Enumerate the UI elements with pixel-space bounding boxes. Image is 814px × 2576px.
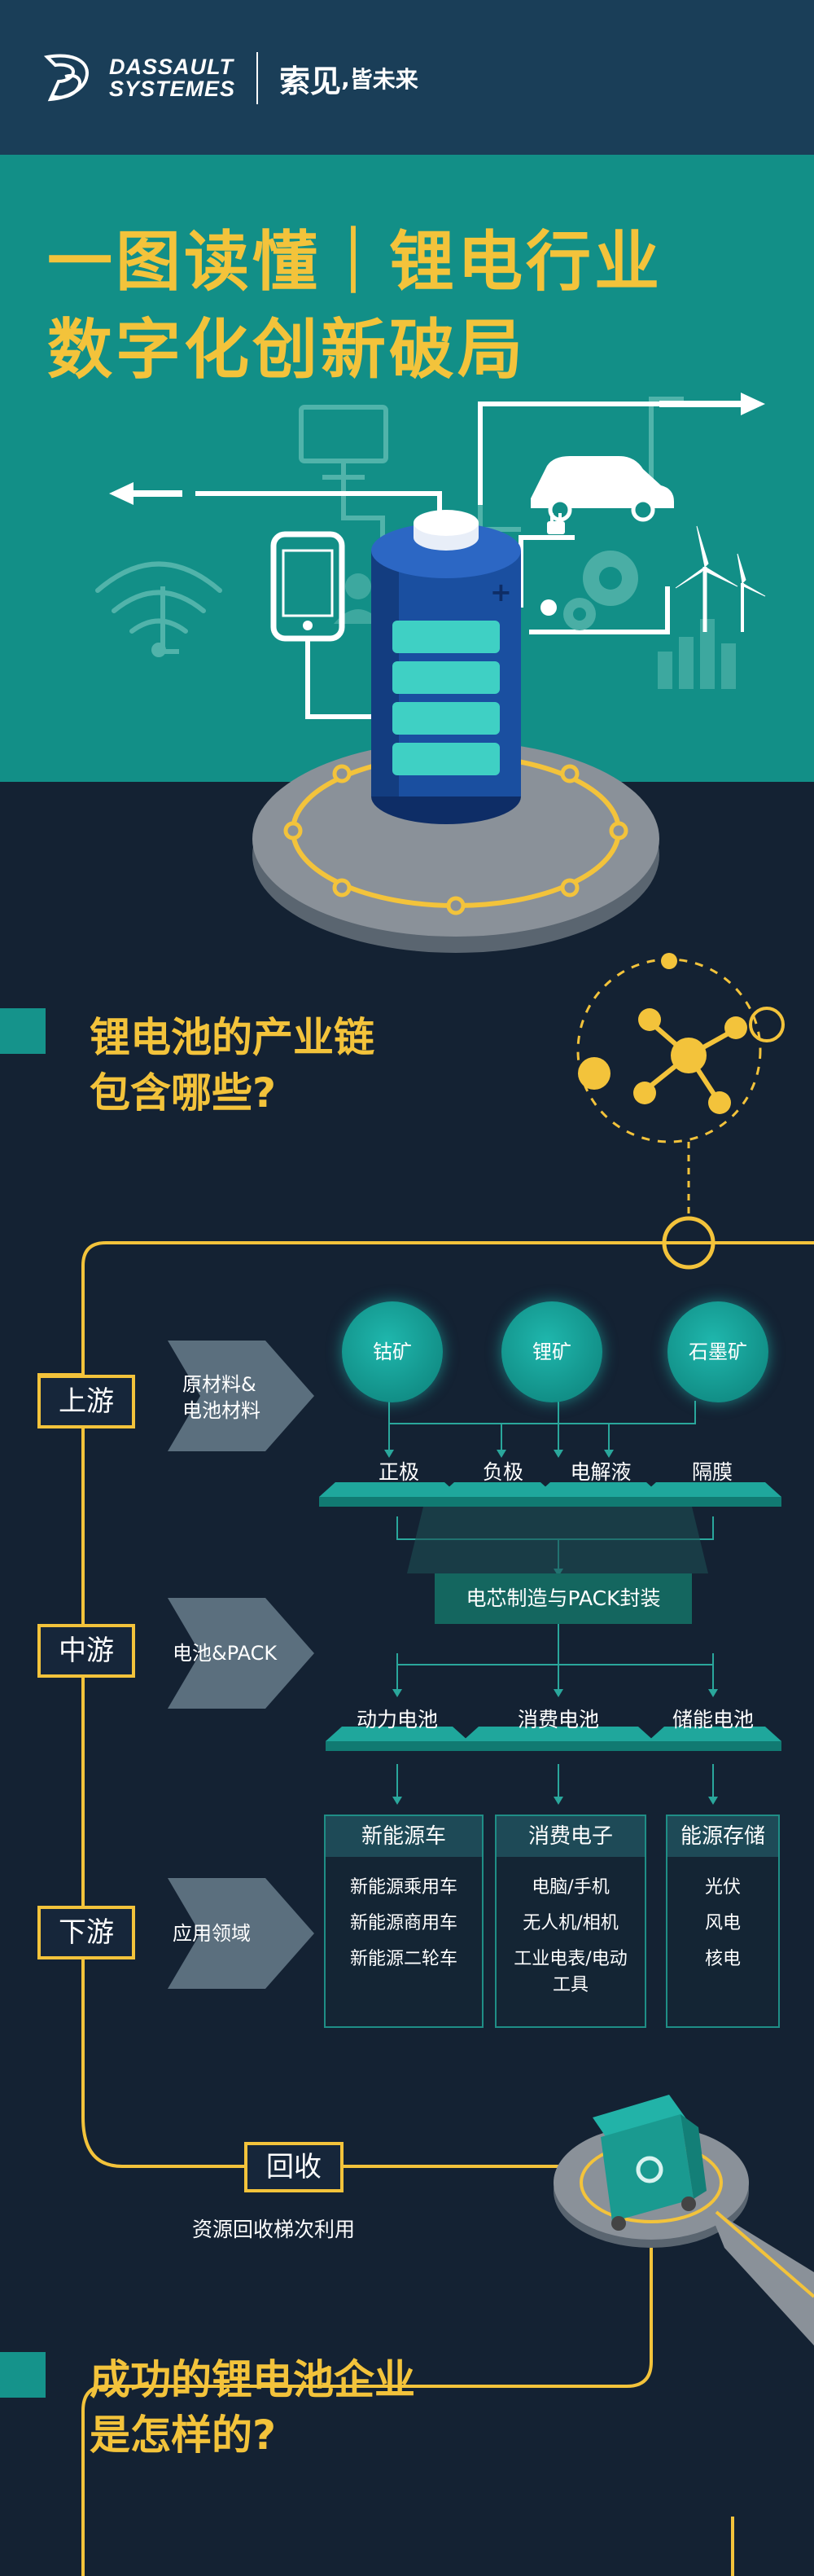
header-bar: DASSAULT SYSTEMES 索见 , 皆未来	[0, 0, 814, 155]
category-head: 能源存储	[667, 1816, 778, 1857]
recycle-desc: 资源回收梯次利用	[192, 2218, 356, 2241]
section-marker	[0, 1008, 46, 1054]
stage-upstream: 上游	[37, 1375, 135, 1428]
chain-title-line-2: 包含哪些?	[90, 1069, 277, 1117]
hero-title-line-2: 数字化创新破局	[47, 312, 526, 388]
hero-title: 一图读懂｜锂电行业 数字化创新破局	[47, 218, 663, 394]
category-item: 核电	[704, 1949, 741, 1969]
recycle-bin-icon	[593, 2095, 707, 2231]
user-icon	[334, 573, 383, 624]
wifi-icon	[95, 561, 222, 657]
downstream-desc: 应用领域	[173, 1922, 251, 1945]
material-cathode: 正极	[378, 1460, 419, 1484]
category-item: 工业电表/电动工具	[514, 1949, 628, 1995]
brand-line-1: DASSAULT	[109, 55, 234, 79]
category-item: 无人机/相机	[523, 1913, 619, 1933]
battery-power: 动力电池	[356, 1708, 438, 1731]
category-head: 新能源车	[326, 1816, 482, 1857]
gear-icon	[563, 551, 638, 630]
slogan-main: 索见	[279, 63, 342, 99]
mineral-lithium: 锂矿	[501, 1301, 602, 1402]
upstream-desc-line-2: 电池材料	[182, 1399, 260, 1422]
mineral-graphite: 石墨矿	[667, 1301, 768, 1402]
category-item: 风电	[704, 1913, 741, 1933]
arrow-decorations	[109, 393, 765, 505]
success-title-line-2: 是怎样的?	[90, 2411, 277, 2459]
brand-logo: DASSAULT SYSTEMES 索见 , 皆未来	[41, 46, 418, 111]
material-anode: 负极	[482, 1460, 523, 1484]
battery-icon: +	[371, 510, 521, 824]
slogan-sub: 皆未来	[349, 66, 418, 93]
category-new-energy-vehicle: 新能源车 新能源乘用车 新能源商用车 新能源二轮车	[324, 1815, 484, 2028]
material-plates	[319, 1482, 781, 1507]
success-title-line-1: 成功的锂电池企业	[90, 2356, 415, 2403]
upstream-desc: 原材料& 电池材料	[182, 1371, 260, 1424]
hero-title-line-1: 一图读懂｜锂电行业	[47, 224, 663, 300]
brand-divider	[256, 52, 259, 104]
mineral-cobalt: 钴矿	[342, 1301, 443, 1402]
category-item: 光伏	[704, 1877, 741, 1898]
battery-consumer: 消费电池	[517, 1708, 599, 1731]
material-electrolyte: 电解液	[570, 1460, 632, 1484]
core-process-box: 电芯制造与PACK封装	[435, 1573, 692, 1624]
wind-turbine-icon	[675, 525, 766, 632]
phone-icon	[270, 531, 345, 642]
battery-platform	[252, 741, 659, 953]
midstream-desc: 电池&PACK	[173, 1642, 278, 1665]
chevron-arrow-icon	[168, 1341, 314, 1989]
category-item: 电脑/手机	[532, 1877, 610, 1898]
chain-section-title: 锂电池的产业链 包含哪些?	[90, 1010, 374, 1121]
category-head: 消费电子	[497, 1816, 645, 1857]
success-section-title: 成功的锂电池企业 是怎样的?	[90, 2352, 415, 2463]
monitor-icon	[299, 405, 388, 480]
plug-icon	[547, 513, 565, 534]
brand-name: DASSAULT SYSTEMES	[109, 56, 235, 100]
hero-illustration: +	[95, 393, 766, 953]
stage-downstream: 下游	[37, 1906, 135, 1959]
category-energy-storage: 能源存储 光伏 风电 核电	[666, 1815, 780, 2028]
stage-midstream: 中游	[37, 1624, 135, 1678]
bar-chart-icon	[658, 619, 736, 689]
stage-recycle: 回收	[244, 2142, 344, 2192]
brand-line-2: SYSTEMES	[109, 77, 236, 101]
slogan-comma: ,	[341, 64, 350, 92]
section-marker	[0, 2352, 46, 2398]
upstream-desc-line-1: 原材料&	[182, 1373, 256, 1396]
ds-logo-icon	[43, 54, 89, 102]
svg-text:+: +	[490, 577, 512, 608]
category-item: 新能源二轮车	[349, 1949, 457, 1969]
battery-storage: 储能电池	[672, 1708, 754, 1731]
chain-title-line-1: 锂电池的产业链	[90, 1014, 374, 1061]
chain-flow-diagram	[37, 953, 814, 2576]
battery-plates	[326, 1727, 781, 1751]
category-item: 新能源乘用车	[349, 1877, 457, 1898]
network-icon	[576, 953, 785, 1143]
material-separator: 隔膜	[691, 1460, 733, 1484]
category-item: 新能源商用车	[349, 1913, 457, 1933]
category-consumer-electronics: 消费电子 电脑/手机 无人机/相机 工业电表/电动工具	[495, 1815, 646, 2028]
